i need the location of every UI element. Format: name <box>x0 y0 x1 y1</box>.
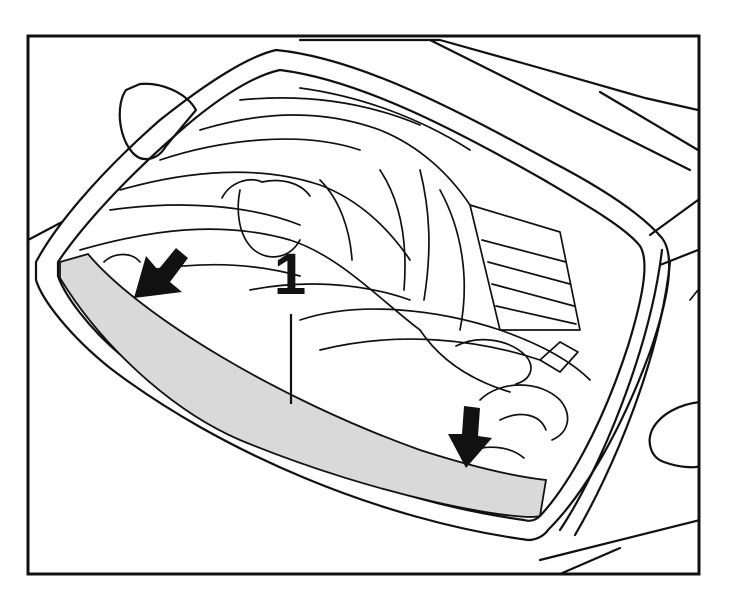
interior-dashboard-lines <box>79 87 591 459</box>
arrow-left-down-icon <box>134 248 188 298</box>
callout-number: 1 <box>273 242 307 307</box>
arrow-down-icon <box>448 406 492 468</box>
windshield-frame-outer <box>34 48 671 542</box>
highlighted-seal-strip <box>59 252 548 518</box>
